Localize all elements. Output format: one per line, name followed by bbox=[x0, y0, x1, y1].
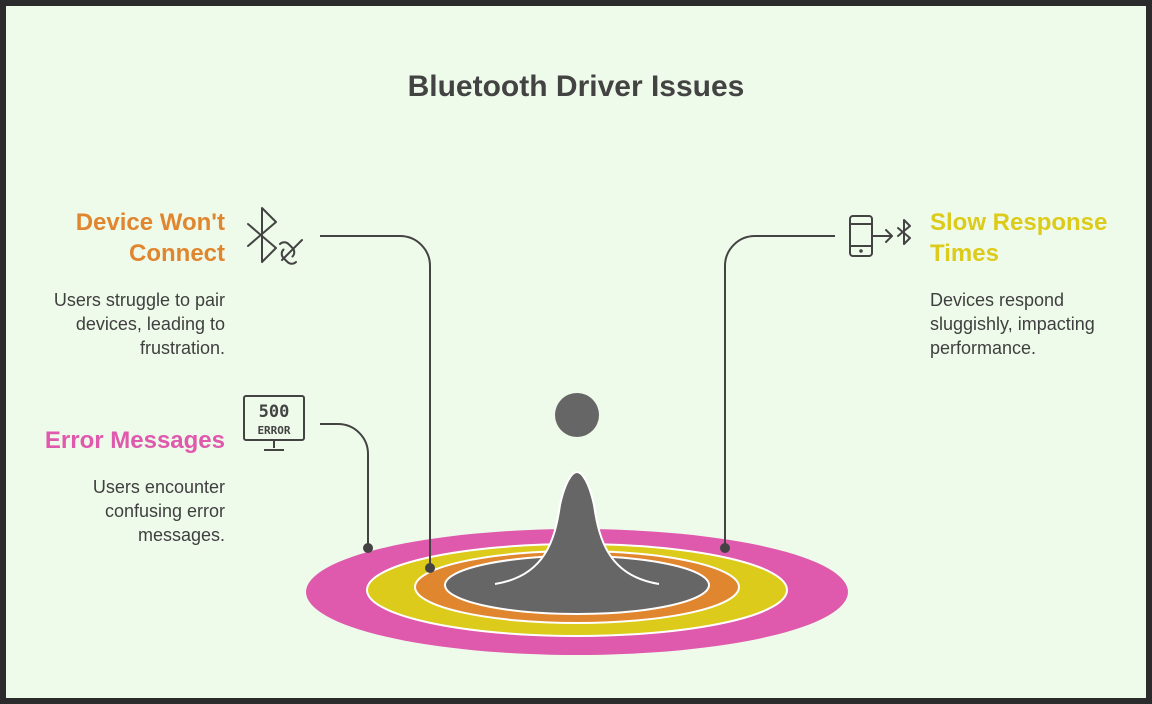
issue-error-messages-description: Users encounter confusing error messages… bbox=[20, 475, 225, 547]
heading-line: Slow Response bbox=[930, 209, 1108, 236]
connector-error-messages bbox=[320, 423, 369, 548]
error-code-text: 500 bbox=[259, 402, 290, 422]
description-line: messages. bbox=[137, 525, 225, 545]
issue-error-messages-heading: Error Messages bbox=[20, 425, 225, 456]
core-spike bbox=[495, 472, 659, 590]
description-line: devices, leading to bbox=[75, 314, 225, 334]
bluetooth-disconnected-icon bbox=[247, 207, 303, 265]
description-line: Users encounter bbox=[92, 477, 225, 497]
issue-device-wont-connect-heading: Device Won't Connect bbox=[20, 207, 225, 269]
issue-slow-response-heading: Slow Response Times bbox=[930, 207, 1130, 269]
heading-line: Error Messages bbox=[44, 427, 225, 454]
issue-slow-response-description: Devices respond sluggishly, impacting pe… bbox=[930, 288, 1130, 360]
connector-device-wont-connect bbox=[320, 235, 431, 568]
connector-dot-error-messages bbox=[363, 543, 373, 553]
connector-slow-response bbox=[724, 235, 835, 548]
heading-line: Connect bbox=[129, 240, 225, 267]
monitor-500-error-icon: 500 ERROR bbox=[243, 395, 305, 451]
issue-device-wont-connect-description: Users struggle to pair devices, leading … bbox=[20, 288, 225, 360]
description-line: confusing error bbox=[104, 501, 225, 521]
phone-bluetooth-transfer-icon bbox=[849, 215, 911, 257]
description-line: Users struggle to pair bbox=[53, 290, 225, 310]
description-line: frustration. bbox=[139, 338, 225, 358]
heading-line: Device Won't bbox=[75, 209, 225, 236]
diagram-title: Bluetooth Driver Issues bbox=[407, 70, 745, 103]
core-spike-outline bbox=[494, 470, 660, 585]
floating-dot bbox=[555, 393, 599, 437]
heading-line: Times bbox=[930, 240, 999, 267]
description-line: sluggishly, impacting bbox=[930, 314, 1095, 334]
connector-dot-device-wont-connect bbox=[425, 563, 435, 573]
description-line: performance. bbox=[930, 338, 1037, 358]
error-label-text: ERROR bbox=[257, 424, 290, 437]
connector-dot-slow-response bbox=[720, 543, 730, 553]
description-line: Devices respond bbox=[930, 290, 1065, 310]
